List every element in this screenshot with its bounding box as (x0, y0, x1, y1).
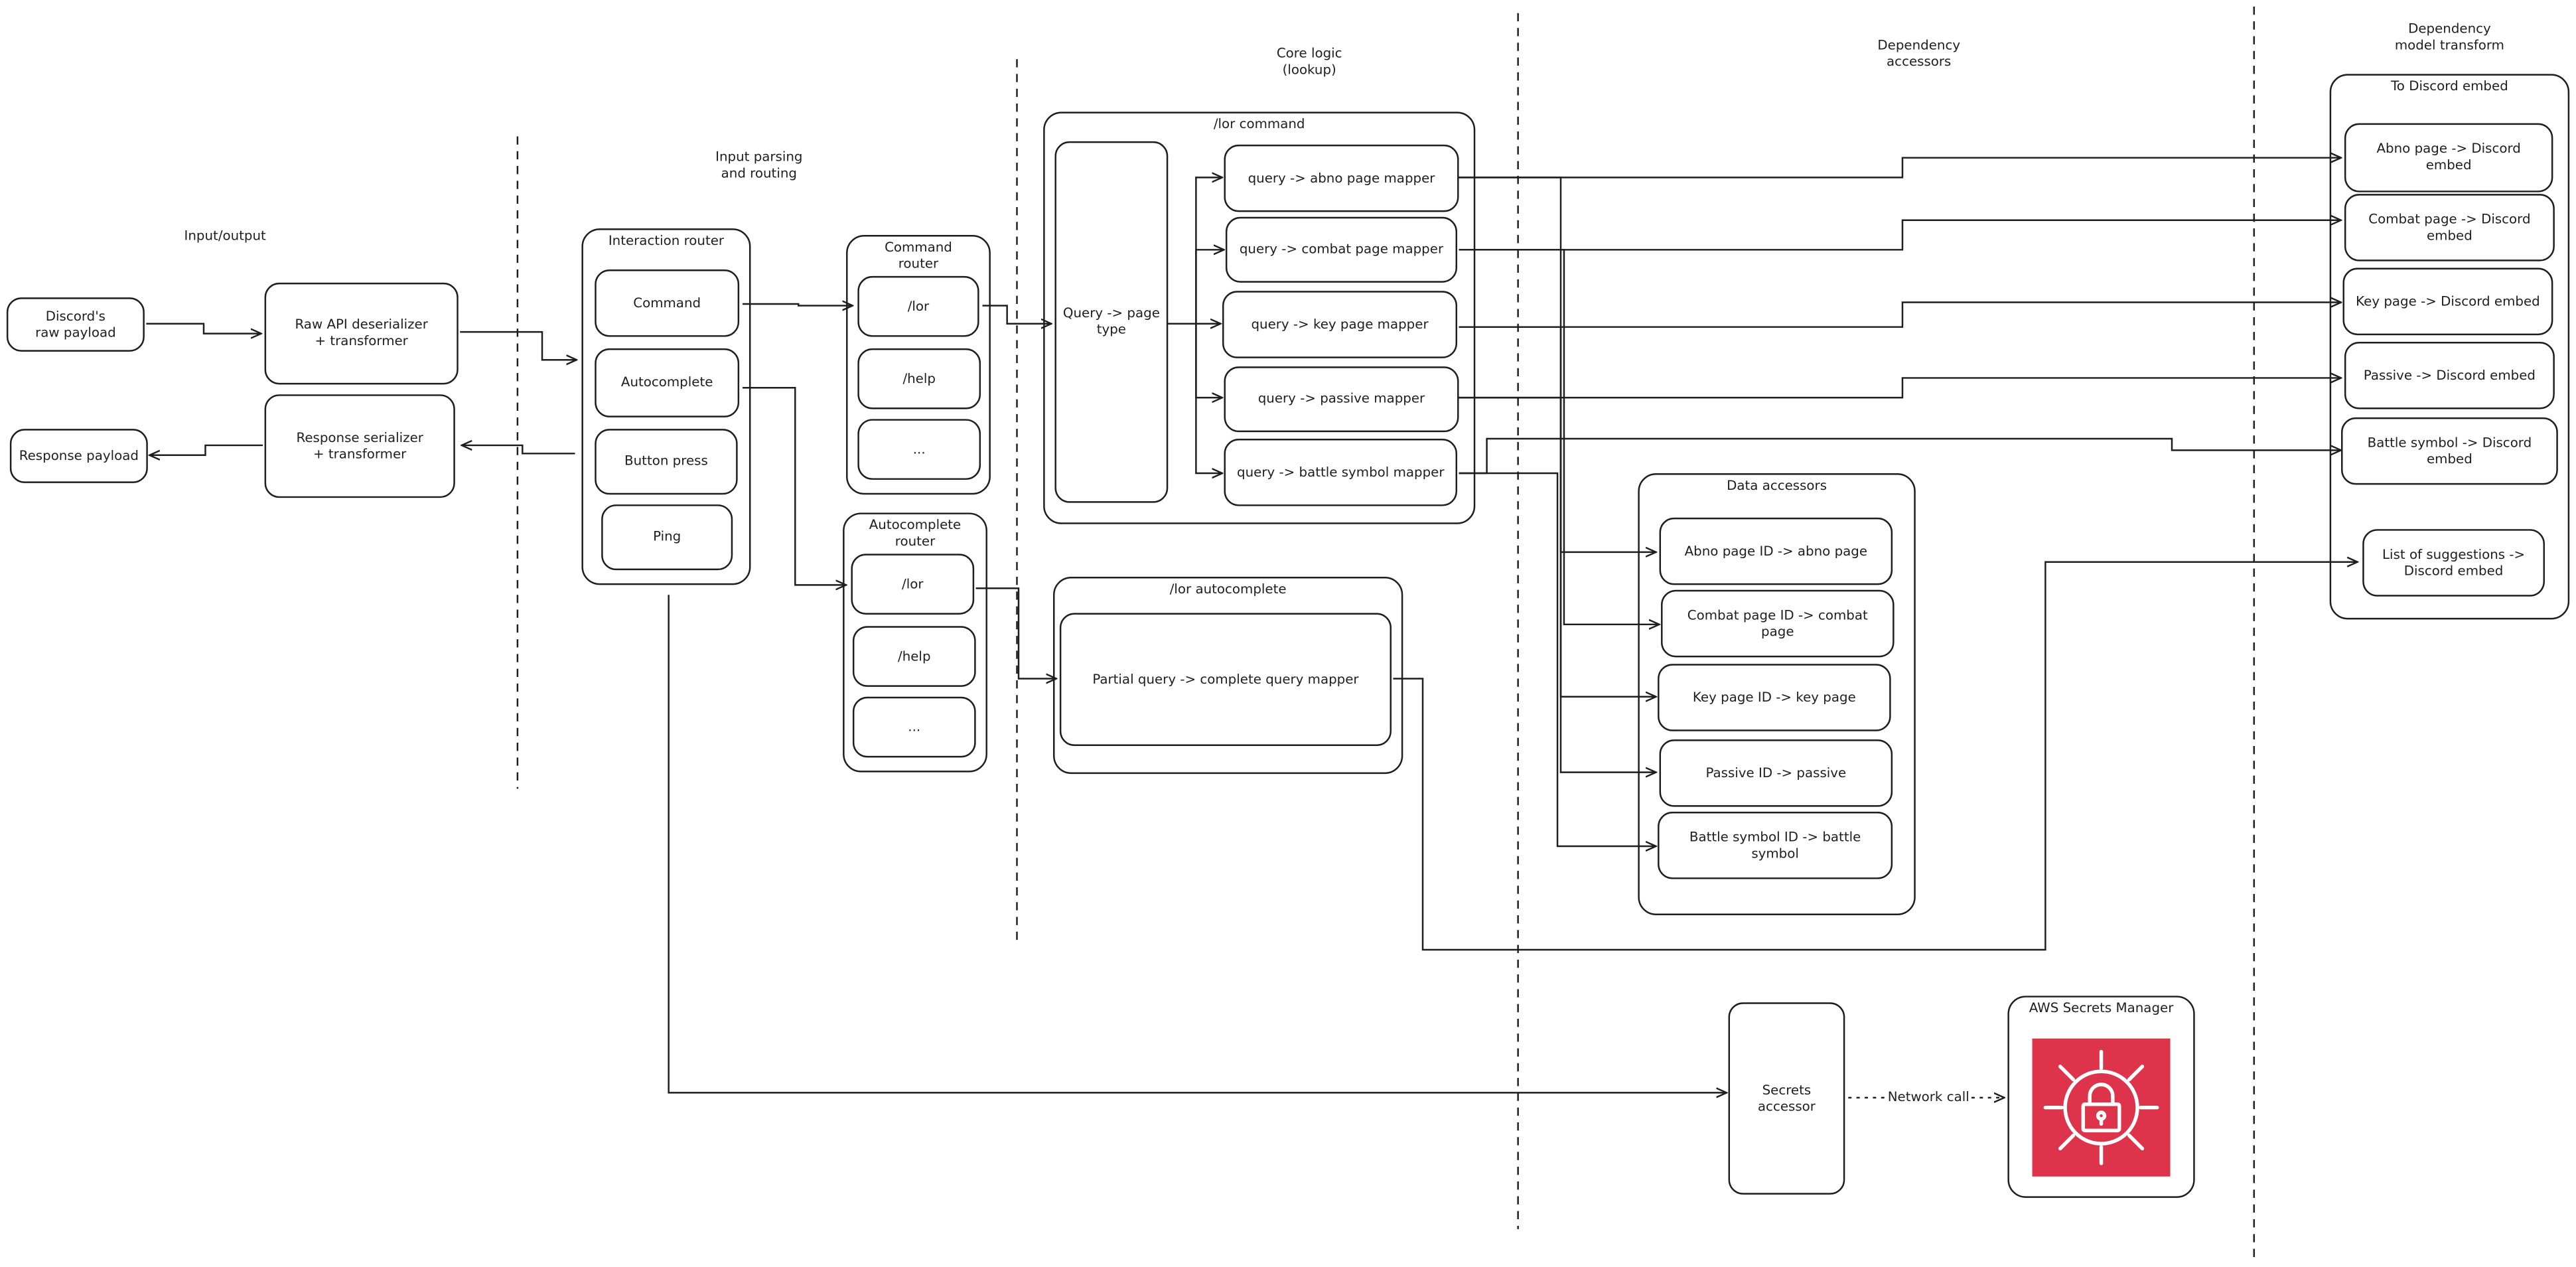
lor-autocomplete-group[interactable]: /lor autocomplete (1052, 577, 1403, 775)
autocomplete-router-title: Autocomplete router (869, 517, 962, 548)
aws-secrets-manager-title: AWS Secrets Manager (2029, 1000, 2174, 1016)
column-header-parsing: Input parsing and routing (715, 149, 803, 181)
mapper-key-page[interactable]: query -> key page mapper (1222, 291, 1458, 358)
discord-raw-payload-node[interactable]: Discord's raw payload (6, 297, 145, 352)
router-item-command[interactable]: Command (595, 269, 740, 337)
discord-embed-title: To Discord embed (2391, 78, 2508, 94)
column-header-core: Core logic (lookup) (1276, 46, 1342, 77)
column-header-accessors: Dependency accessors (1877, 37, 1961, 68)
interaction-router-group[interactable]: Interaction router (581, 228, 751, 585)
network-call-label: Network call (1886, 1089, 1971, 1104)
accessor-abno-page[interactable]: Abno page ID -> abno page (1659, 517, 1893, 585)
serializer-node[interactable]: Response serializer + transformer (264, 394, 455, 498)
embed-passive[interactable]: Passive -> Discord embed (2344, 341, 2555, 410)
column-header-io: Input/output (184, 228, 266, 244)
lor-command-group[interactable]: /lor command (1043, 112, 1476, 524)
mapper-abno-page[interactable]: query -> abno page mapper (1224, 144, 1459, 212)
command-router-item-more[interactable]: ... (857, 419, 981, 480)
mapper-combat-page[interactable]: query -> combat page mapper (1225, 216, 1458, 283)
lor-command-title: /lor command (1213, 116, 1305, 132)
command-router-item-help[interactable]: /help (857, 348, 981, 410)
aws-secrets-manager-icon (2032, 1038, 2171, 1177)
interaction-router-title: Interaction router (608, 233, 725, 248)
autocomplete-router-item-lor[interactable]: /lor (851, 554, 975, 615)
embed-key-page[interactable]: Key page -> Discord embed (2342, 267, 2553, 336)
data-accessors-title: Data accessors (1727, 478, 1827, 493)
command-router-group[interactable]: Command router (846, 235, 991, 495)
accessor-battle-symbol[interactable]: Battle symbol ID -> battle symbol (1658, 812, 1893, 879)
autocomplete-router-item-help[interactable]: /help (852, 626, 976, 687)
router-item-ping[interactable]: Ping (601, 504, 733, 571)
discord-embed-group[interactable]: To Discord embed (2329, 74, 2570, 620)
command-router-item-lor[interactable]: /lor (857, 275, 979, 337)
autocomplete-router-item-more[interactable]: ... (852, 696, 976, 758)
mapper-passive[interactable]: query -> passive mapper (1224, 366, 1459, 433)
mapper-battle-symbol[interactable]: query -> battle symbol mapper (1224, 439, 1458, 506)
router-item-button-press[interactable]: Button press (595, 429, 738, 495)
accessor-combat-page[interactable]: Combat page ID -> combat page (1661, 589, 1895, 658)
partial-query-mapper[interactable]: Partial query -> complete query mapper (1059, 613, 1392, 747)
embed-abno-page[interactable]: Abno page -> Discord embed (2344, 123, 2553, 192)
command-router-title: Command router (885, 240, 952, 271)
response-payload-node[interactable]: Response payload (9, 429, 148, 483)
embed-suggestions[interactable]: List of suggestions -> Discord embed (2362, 529, 2545, 597)
accessor-key-page[interactable]: Key page ID -> key page (1658, 664, 1891, 731)
aws-secrets-manager-group[interactable]: AWS Secrets Manager (2007, 996, 2195, 1198)
embed-combat-page[interactable]: Combat page -> Discord embed (2344, 194, 2555, 261)
query-page-type-node[interactable]: Query -> page type (1054, 141, 1169, 503)
router-item-autocomplete[interactable]: Autocomplete (595, 348, 740, 417)
accessor-passive[interactable]: Passive ID -> passive (1659, 739, 1893, 807)
autocomplete-router-group[interactable]: Autocomplete router (843, 512, 987, 773)
lor-autocomplete-title: /lor autocomplete (1169, 581, 1287, 597)
embed-battle-symbol[interactable]: Battle symbol -> Discord embed (2341, 417, 2558, 485)
secrets-accessor-node[interactable]: Secrets accessor (1728, 1002, 1845, 1195)
column-divider-lines (516, 6, 2255, 1262)
column-header-transform: Dependency model transform (2394, 21, 2504, 52)
data-accessors-group[interactable]: Data accessors (1638, 473, 1916, 916)
deserializer-node[interactable]: Raw API deserializer + transformer (264, 282, 459, 385)
